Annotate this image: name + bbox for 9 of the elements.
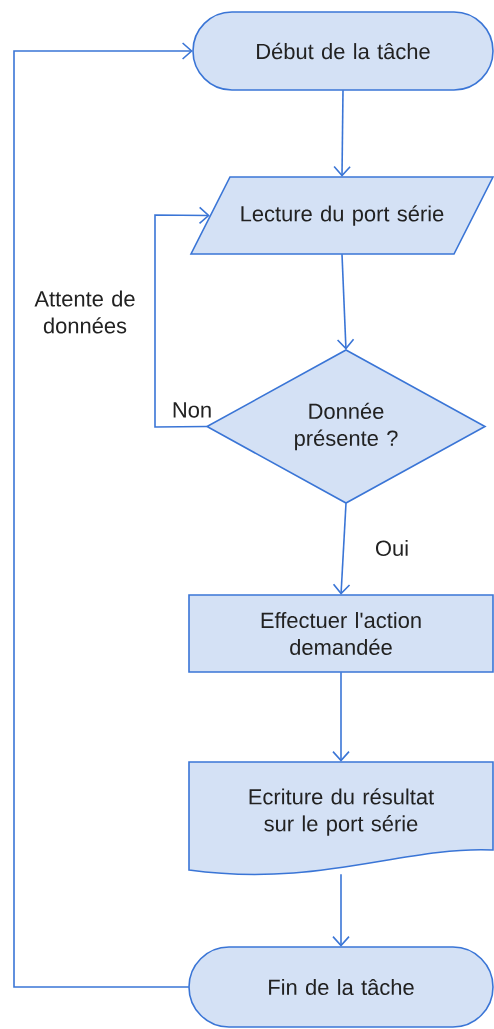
arrow: [332, 671, 350, 762]
annotation-text: Attente de données: [34, 290, 135, 334]
process-box: Effectuer l'action demandée: [188, 594, 494, 673]
arrow: [336, 253, 355, 350]
arrow: [13, 42, 193, 988]
arrow: [154, 206, 210, 428]
arrow: [332, 873, 350, 947]
arrow: [333, 89, 351, 177]
arrow: [332, 502, 351, 595]
